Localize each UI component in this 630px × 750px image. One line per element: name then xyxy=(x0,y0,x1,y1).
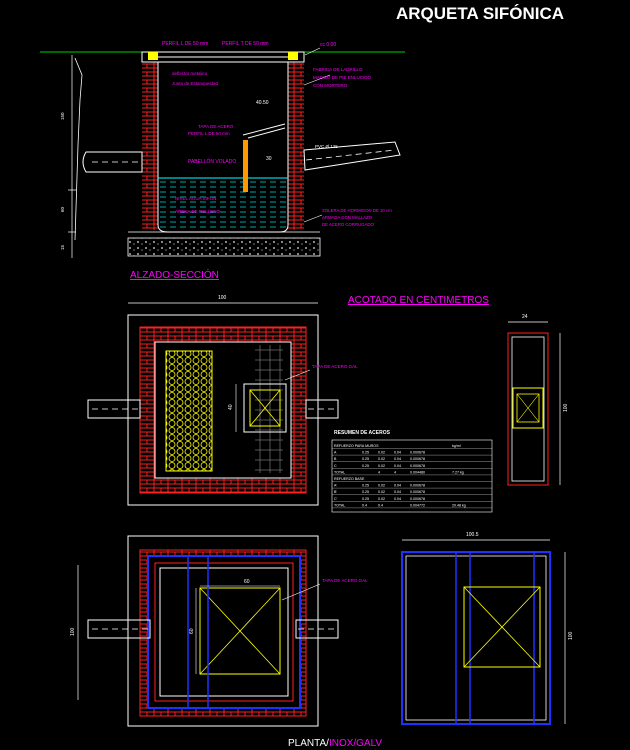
section-water-label-1: NIVEL AGUA SIFON xyxy=(175,196,216,201)
table-title: RESUMEN DE ACEROS xyxy=(334,430,391,436)
table-cell: C' xyxy=(334,497,338,501)
section-water-label-2: ARENA DE RELLENO xyxy=(175,209,221,214)
section-dim-2: 60 xyxy=(60,206,65,212)
table-cell: 0.25 xyxy=(362,497,369,501)
footer-caption: PLANTA/INOX/GALV xyxy=(288,738,382,749)
section-dim-top: 40.50 xyxy=(256,100,269,106)
table-cell: 4 xyxy=(378,470,380,474)
side-view-1 xyxy=(507,321,561,486)
table-cell: 0.04 xyxy=(394,490,401,494)
table-cell: 0.04 xyxy=(394,451,401,455)
section-view xyxy=(40,47,405,258)
section-dim-3: 15 xyxy=(60,244,65,250)
plan-view-2 xyxy=(77,535,339,727)
table-cell: 0.25 xyxy=(362,490,369,494)
table-cell: 0.25 xyxy=(362,464,369,468)
table-cell: 0.25 xyxy=(362,484,369,488)
table-cell: 0.000678 xyxy=(410,457,425,461)
table-cell: C xyxy=(334,464,337,468)
table-cell: 20.48 kg xyxy=(452,503,466,507)
section-left-label-1: deflector metalico xyxy=(172,71,208,76)
plan2-tag: TAPA DE ACERO GAL xyxy=(322,578,368,583)
table-cell: TOTAL xyxy=(334,470,345,474)
section-lid-label-1: TAPA DE ACERO xyxy=(198,124,234,129)
plan1-dim-top: 100 xyxy=(218,295,227,301)
table-cell: 0.02 xyxy=(378,497,385,501)
side1-dim-right: 100 xyxy=(563,403,569,412)
table-cell: REFUERZO PARA MUROS xyxy=(334,444,379,448)
table-cell: 0.004480 xyxy=(410,470,425,474)
units-note: ACOTADO EN CENTIMETROS xyxy=(348,295,489,306)
side2-dim-top: 100.5 xyxy=(466,532,479,538)
table-cell: 0.02 xyxy=(378,451,385,455)
side2-dim-right: 100 xyxy=(568,631,574,640)
table-cell: 0.4 xyxy=(362,503,367,507)
plan2-dim-top: 60 xyxy=(244,579,250,585)
drawing-title: ARQUETA SIFÓNICA xyxy=(396,4,564,23)
table-cell: 0.25 xyxy=(362,457,369,461)
section-gap-label: 30 xyxy=(266,156,272,162)
table-cell: 0.02 xyxy=(378,490,385,494)
plan-view-1 xyxy=(87,302,339,506)
table-cell: 0.04 xyxy=(394,484,401,488)
section-right-label-1: FABRICA DE LADRILLO xyxy=(313,67,363,72)
table-cell: 4 xyxy=(394,470,396,474)
table-cell: B' xyxy=(334,490,337,494)
footer-part-galv: /GALV xyxy=(353,738,382,749)
table-cell: 0.02 xyxy=(378,464,385,468)
table-cell: 0.000678 xyxy=(410,464,425,468)
table-cell: 0.000678 xyxy=(410,497,425,501)
section-base-label-1: SOLERA DE HORMIGON DE 10 cm xyxy=(322,208,392,213)
table-cell: TOTAL xyxy=(334,503,345,507)
table-cell: 0.25 xyxy=(362,451,369,455)
table-cell: 0.04 xyxy=(394,497,401,501)
table-cell: 0.000678 xyxy=(410,484,425,488)
table-cell: A' xyxy=(334,484,337,488)
plan2-dim-left: 100 xyxy=(70,627,76,636)
table-cell: kg/ml xyxy=(452,444,461,448)
section-base-label-2: ARMADA CON MALLAZO xyxy=(322,215,373,220)
footer-part-inox: INOX xyxy=(329,738,354,749)
plan1-tag: TAPA DE ACERO GAL xyxy=(312,364,358,369)
footer-part-plan: PLANTA/ xyxy=(288,738,329,749)
table-cell: 0.04 xyxy=(394,464,401,468)
table-cell: 0.000678 xyxy=(410,490,425,494)
section-mid-label: PABELLÓN VOLADO xyxy=(188,158,236,165)
section-pipe-label: PVC Ø 125 xyxy=(315,144,338,149)
steel-summary-table: RESUMEN DE ACEROS REFUERZO PARA MUROS kg/… xyxy=(331,430,493,513)
section-dim-1: 150 xyxy=(60,112,65,120)
section-top-label-2: PERFIL T DE 50 mm xyxy=(222,41,269,47)
table-cell: 0.02 xyxy=(378,457,385,461)
table-cell: 0.004772 xyxy=(410,503,425,507)
table-cell: 0.4 xyxy=(378,503,383,507)
section-top-label-1: PERFIL L DE 50 mm xyxy=(162,41,208,47)
table-cell: 0.000678 xyxy=(410,451,425,455)
side-view-2 xyxy=(401,539,566,725)
section-base-label-3: DE ACERO CORRUGADO xyxy=(322,222,374,227)
table-cell: 0.04 xyxy=(394,457,401,461)
table-cell: B xyxy=(334,457,337,461)
table-cell: 0.02 xyxy=(378,484,385,488)
plan1-dim-left: 40 xyxy=(228,404,234,410)
section-left-label-2: Junta de Estanqueidad xyxy=(172,81,219,86)
section-top-label-3: cc 0.00 xyxy=(320,42,336,48)
table-cell: REFUERZO BASE xyxy=(334,477,365,481)
side1-dim-top: 24 xyxy=(522,314,528,320)
section-right-label-2: MACIZO DE PIE ENLUCIDO xyxy=(313,75,372,80)
table-cell: 7.27 kg xyxy=(452,470,464,474)
table-cell: A xyxy=(334,451,337,455)
section-right-label-3: CON MORTERO xyxy=(313,83,348,88)
section-lid-label-2: PERFIL L DE 50 mm xyxy=(188,131,230,136)
section-heading: ALZADO-SECCIÓN xyxy=(130,268,219,281)
plan2-dim-inner: 60 xyxy=(189,628,195,634)
